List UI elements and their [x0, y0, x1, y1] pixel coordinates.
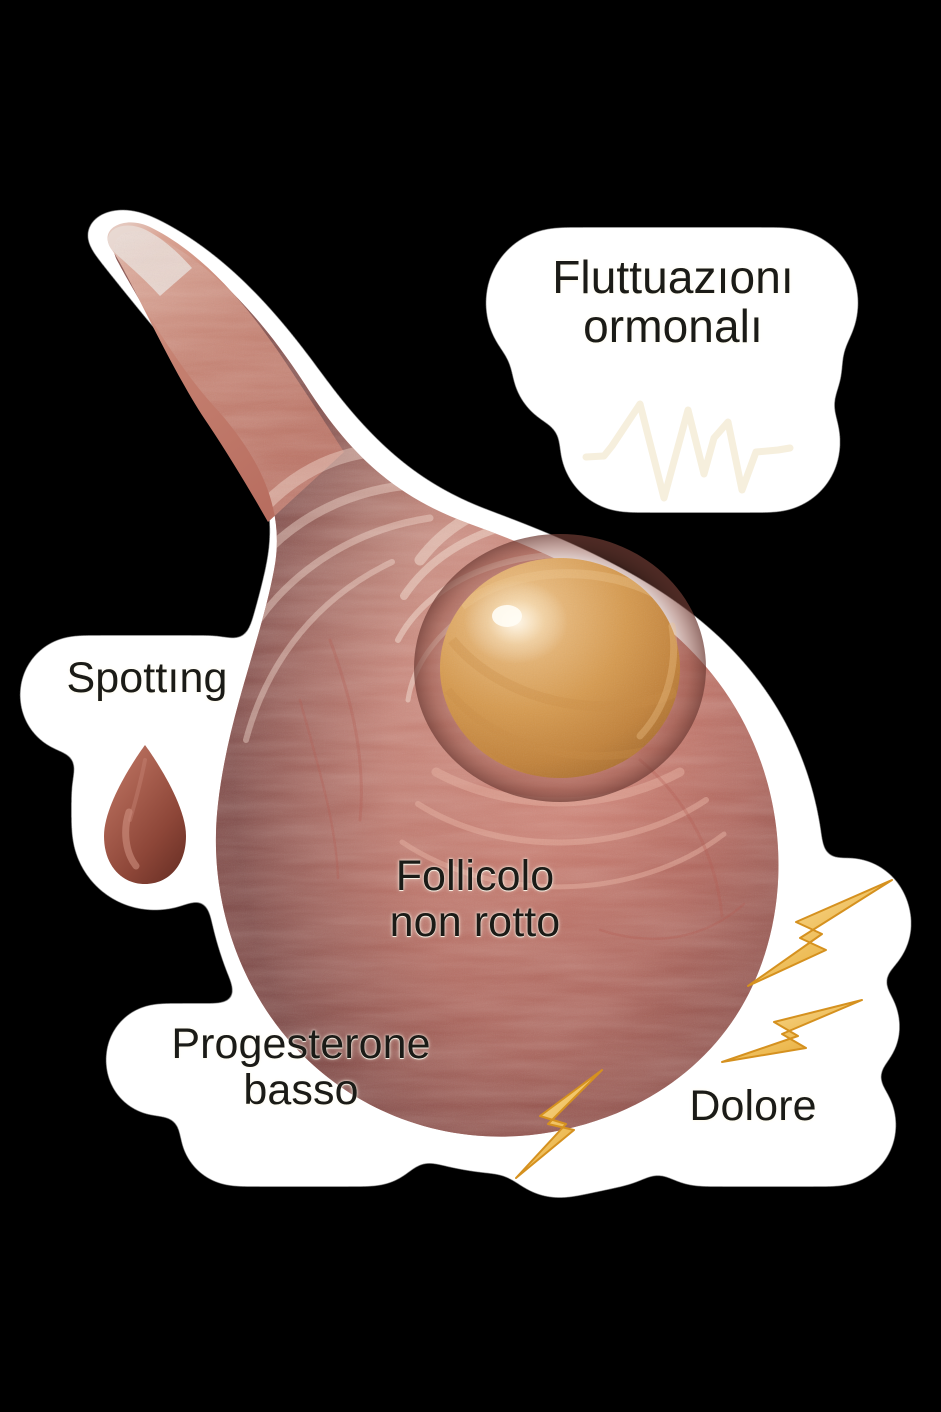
label-follicle-line2: non rotto: [389, 897, 561, 946]
label-spotting: Spottıng: [34, 654, 260, 702]
label-spotting-line1: Spottıng: [66, 654, 228, 702]
blood-drop-icon: [104, 745, 186, 884]
label-follicle-line1: Follicolo: [395, 852, 555, 900]
label-pain-line1: Dolore: [689, 1082, 817, 1130]
lightning-bolt-icon: [721, 999, 863, 1063]
label-progesterone-line2: basso: [243, 1065, 359, 1114]
hormone-waveform-icon: [582, 400, 794, 502]
lightning-bolt-icon: [515, 1069, 603, 1179]
label-hormonal-line1: Fluttuazıonı: [552, 251, 794, 303]
label-progesterone-line1: Progesterone: [171, 1020, 431, 1068]
lightning-bolt-icon: [747, 879, 893, 987]
label-hormonal-line2: ormonalı: [583, 299, 763, 352]
label-pain: Dolore: [659, 1082, 847, 1130]
